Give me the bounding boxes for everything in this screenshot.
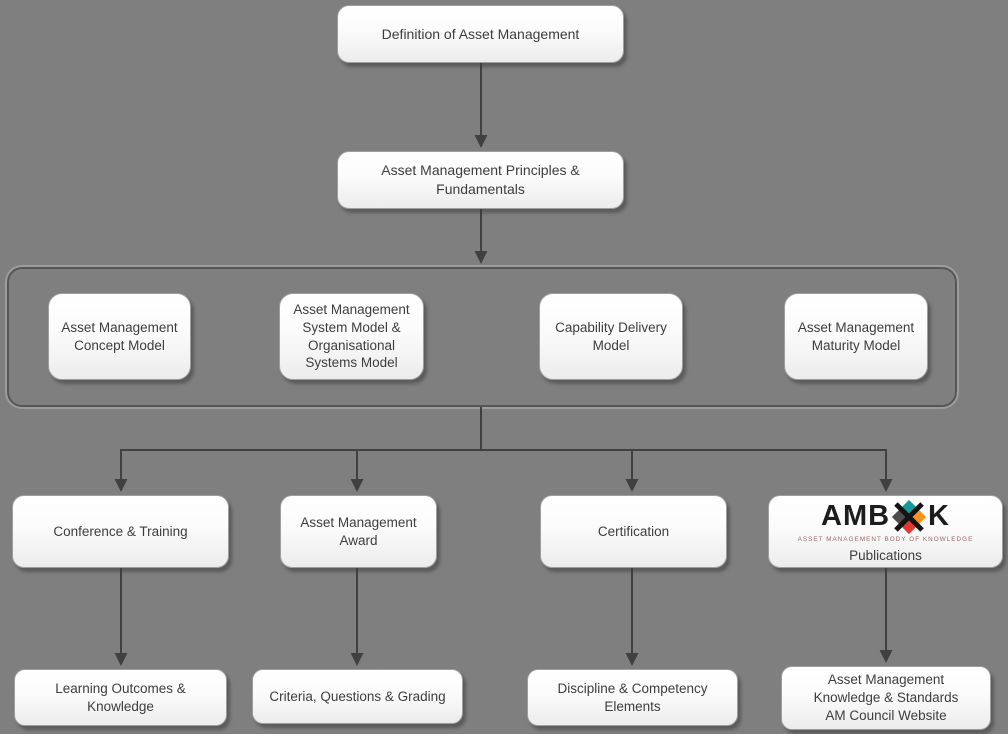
node-conference-training: Conference & Training	[12, 495, 229, 568]
node-discipline-competency: Discipline & Competency Elements	[527, 669, 738, 726]
node-definition: Definition of Asset Management	[337, 5, 624, 63]
models-container	[5, 265, 959, 409]
node-criteria-questions-grading: Criteria, Questions & Grading	[252, 669, 463, 724]
node-system-model: Asset Management System Model & Organisa…	[279, 293, 424, 380]
ambok-logo: AMB K	[821, 498, 950, 535]
node-ambok-publications: AMB K ASSET MANAGEMENT BODY OF KNOWLEDGE…	[768, 495, 1003, 568]
node-asset-management-award: Asset Management Award	[280, 495, 437, 568]
publications-label: Publications	[849, 547, 922, 563]
node-concept-model: Asset Management Concept Model	[48, 293, 191, 380]
ambok-word-left: AMB	[821, 500, 891, 533]
node-capability-delivery-model: Capability Delivery Model	[539, 293, 683, 380]
ambok-tagline: ASSET MANAGEMENT BODY OF KNOWLEDGE	[797, 536, 974, 544]
node-learning-outcomes: Learning Outcomes & Knowledge	[14, 669, 227, 726]
node-certification: Certification	[540, 495, 727, 568]
ambok-word-right: K	[928, 500, 950, 533]
ambok-diamond-icon	[891, 499, 927, 534]
node-principles: Asset Management Principles & Fundamenta…	[337, 151, 624, 209]
node-maturity-model: Asset Management Maturity Model	[784, 293, 928, 380]
node-knowledge-standards: Asset Management Knowledge & Standards A…	[781, 666, 991, 730]
